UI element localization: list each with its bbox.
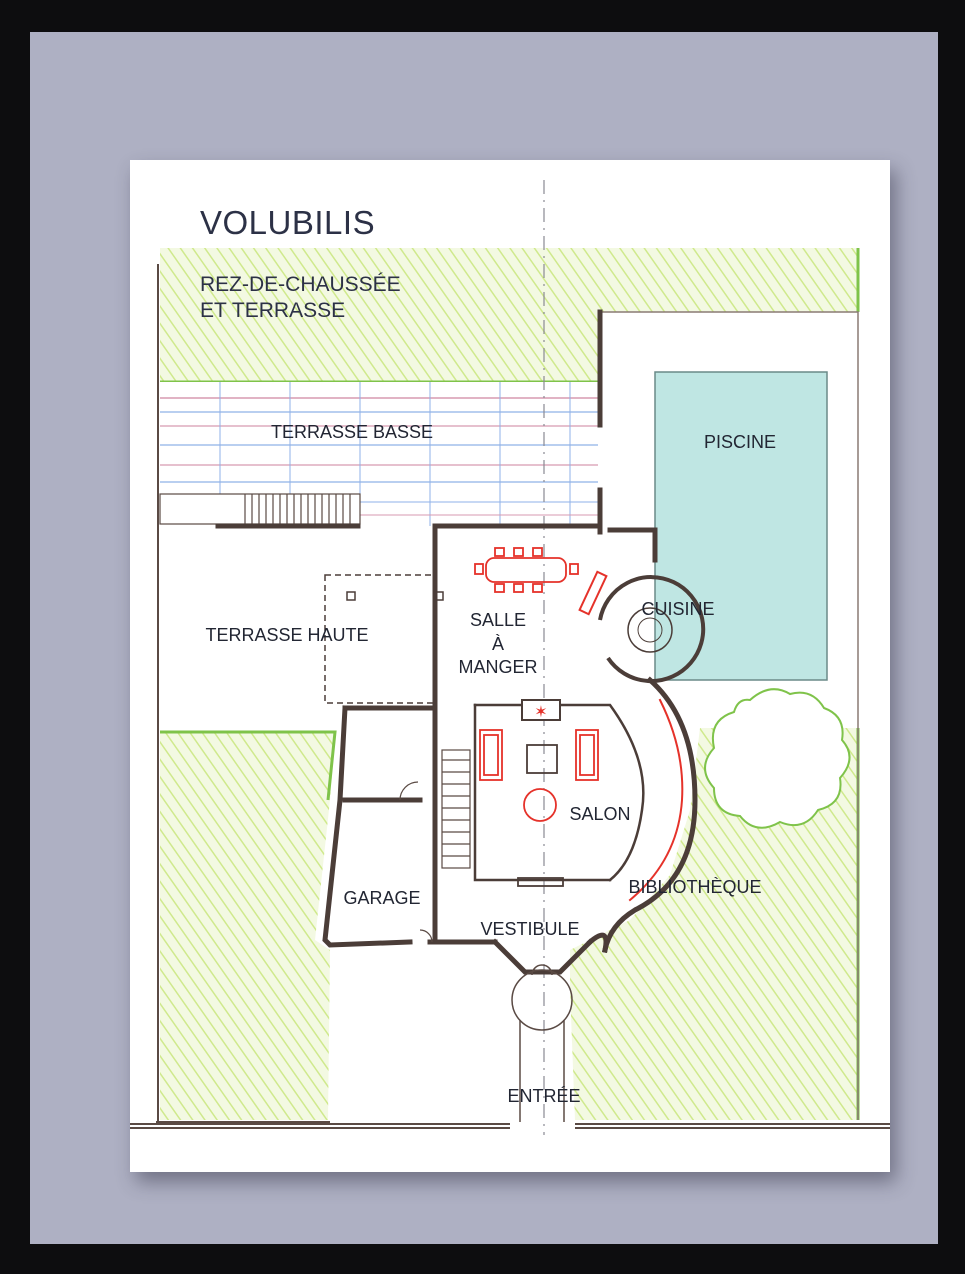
label-terrasse-basse: TERRASSE BASSE [271, 422, 433, 442]
terrace-steps [159, 493, 361, 525]
tree [704, 688, 851, 829]
label-vestibule: VESTIBULE [480, 919, 579, 939]
label-garage: GARAGE [343, 888, 420, 908]
plan-subtitle-line2: ET TERRASSE [200, 299, 346, 322]
label-terrasse-haute: TERRASSE HAUTE [205, 625, 368, 645]
plan-subtitle-line1: REZ-DE-CHAUSSÉE [200, 273, 401, 296]
label-salle-line2: À [492, 634, 504, 654]
label-cuisine: CUISINE [641, 599, 714, 619]
door-swings [399, 781, 433, 943]
svg-text:✶: ✶ [534, 702, 547, 721]
terrasse-haute-pergola [324, 574, 436, 704]
label-bibliotheque: BIBLIOTHÈQUE [628, 877, 761, 897]
kitchen-counter [578, 570, 608, 616]
floor-plan: ✶ TERRASSE BASSE [130, 180, 890, 1135]
dining-table [474, 547, 579, 593]
label-piscine: PISCINE [704, 432, 776, 452]
floor-plan-card: ✶ TERRASSE BASSE [130, 160, 890, 1172]
lawn-southwest [160, 732, 335, 1120]
label-salon: SALON [569, 804, 630, 824]
site-boundary [130, 264, 890, 1129]
salon-stairs [441, 749, 471, 869]
fireplace: ✶ [521, 699, 561, 721]
label-salle-line3: MANGER [458, 657, 537, 677]
label-salle-line1: SALLE [470, 610, 526, 630]
salon-furniture [479, 729, 599, 887]
terrasse-basse-tiles [160, 382, 598, 526]
plan-title: VOLUBILIS [200, 204, 376, 241]
label-entree: ENTRÉE [507, 1086, 580, 1106]
pool-deck-outline [598, 311, 859, 1120]
lawn-north [160, 248, 858, 382]
entry-path [511, 964, 573, 1122]
plan-subtitle: REZ-DE-CHAUSSÉE ET TERRASSE [200, 272, 401, 324]
lawn-southeast [570, 728, 858, 1120]
kitchen-round [598, 575, 706, 683]
swimming-pool [654, 371, 828, 681]
page-frame: ✶ TERRASSE BASSE [30, 32, 938, 1244]
